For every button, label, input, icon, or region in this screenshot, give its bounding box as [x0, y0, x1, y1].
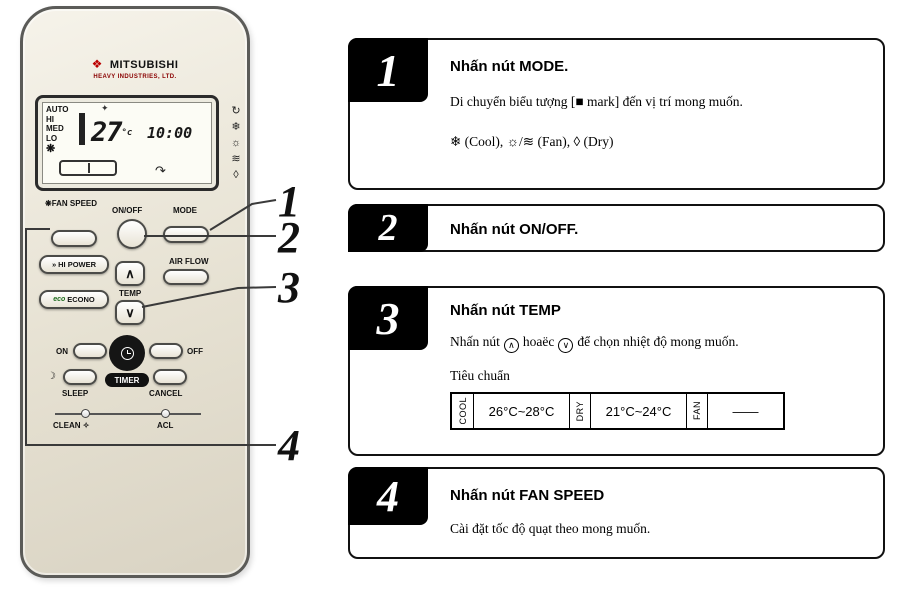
fan-level-hi: HI: [46, 114, 54, 124]
lcd-display: AUTO HI MED LO ❋ ✦ 27°c 10:00 ↷: [35, 95, 219, 191]
hi-power-icon: »: [51, 260, 57, 269]
callout-2: 2: [278, 213, 300, 262]
swing-arrow-icon: ↷: [155, 163, 166, 178]
timer-off-button: [149, 343, 183, 359]
remote-control: ❖ MITSUBISHI HEAVY INDUSTRIES, LTD. AUTO…: [20, 6, 250, 578]
step-2-title: Nhấn nút ON/OFF.: [450, 221, 579, 238]
step-1-body: Di chuyển biểu tượng [■ mark] đến vị trí…: [450, 94, 743, 109]
air-flow-label: AIR FLOW: [169, 257, 209, 266]
fan-speed-label: ❋FAN SPEED: [45, 199, 98, 208]
sun-icon: ☼: [230, 137, 242, 149]
step-1-title: Nhấn nút MODE.: [450, 58, 569, 75]
circled-up-icon: ∧: [503, 338, 519, 353]
econo-button: eco ECONO: [39, 290, 109, 309]
temp-down-button: ∨: [115, 300, 145, 325]
timer-on-button: [73, 343, 107, 359]
step-4-title: Nhấn nút FAN SPEED: [450, 487, 605, 504]
fan-speed-icon: ❋: [45, 199, 52, 208]
instructions-panel: 1 Nhấn nút MODE. Di chuyển biểu tượng [■…: [345, 0, 900, 600]
clean-label: CLEAN ✧: [53, 421, 90, 430]
timer-clock-button: [109, 335, 145, 371]
mode-icons-column: ↻ ❄ ☼ ≋ ◊: [224, 103, 248, 183]
fan-speed-button: [51, 230, 97, 247]
step-1-box: 1 Nhấn nút MODE. Di chuyển biểu tượng [■…: [348, 38, 885, 190]
chevron-down-icon: ∨: [125, 305, 135, 320]
chevron-up-icon: ∧: [125, 266, 135, 281]
eco-icon: eco: [53, 296, 66, 303]
step-4-body: Cài đặt tốc độ quạt theo mong muốn.: [450, 521, 651, 536]
timer-off-label: OFF: [187, 347, 203, 356]
mitsubishi-logo-icon: ❖: [91, 56, 103, 71]
step-3-number: 3: [348, 286, 428, 350]
callout-1: 1: [278, 177, 300, 226]
fan-level-auto: AUTO: [46, 105, 69, 114]
sleep-button: [63, 369, 97, 385]
table-range-fan: ——: [707, 394, 783, 428]
step-1-mode-icons: ❄ (Cool), ☼/≋ (Fan), ◊ (Dry): [450, 134, 614, 149]
cancel-button: [153, 369, 187, 385]
brand-subtitle: HEAVY INDUSTRIES, LTD.: [93, 74, 177, 80]
fan-level-med: MED: [46, 124, 64, 133]
acl-knob: [161, 409, 170, 418]
step-2-box: 2 Nhấn nút ON/OFF.: [348, 204, 885, 252]
temperature-table: COOL 26°C~28°C DRY 21°C~24°C FAN ——: [450, 392, 785, 430]
louver-icon: [59, 160, 117, 176]
table-range-dry: 21°C~24°C: [590, 394, 686, 428]
table-mode-dry: DRY: [569, 394, 590, 428]
fan-level-indicator: AUTO HI MED LO ❋: [46, 105, 69, 155]
step-4-box: 4 Nhấn nút FAN SPEED Cài đặt tốc độ quạt…: [348, 467, 885, 559]
timer-banner: TIMER: [105, 373, 149, 387]
bottom-track: [55, 413, 201, 415]
auto-mode-icon: ↻: [231, 105, 241, 117]
callout-3: 3: [278, 263, 300, 312]
brand-block: ❖ MITSUBISHI HEAVY INDUSTRIES, LTD.: [23, 55, 247, 80]
step-3-title: Nhấn nút TEMP: [450, 302, 561, 319]
table-mode-cool: COOL: [457, 397, 468, 425]
sleep-moon-icon: ☽: [47, 371, 56, 382]
circled-down-icon: ∨: [558, 338, 574, 353]
acl-label: ACL: [157, 421, 174, 430]
remote-illustration-panel: ❖ MITSUBISHI HEAVY INDUSTRIES, LTD. AUTO…: [0, 0, 345, 600]
sleep-label: SLEEP: [62, 389, 89, 398]
step-2-number: 2: [348, 204, 428, 252]
fan-waves-icon: ≋: [231, 153, 241, 165]
table-mode-fan: FAN: [686, 394, 707, 428]
callout-4: 4: [278, 421, 300, 470]
fan-level-lo: LO: [46, 133, 58, 143]
temp-label: TEMP: [119, 289, 142, 298]
table-range-cool: 26°C~28°C: [473, 394, 569, 428]
step-4-number: 4: [348, 467, 428, 525]
fan-level-bar: [79, 113, 85, 145]
on-off-label: ON/OFF: [112, 206, 143, 215]
standard-label: Tiêu chuẩn: [450, 368, 510, 383]
clean-knob: [81, 409, 90, 418]
clean-sparkle-icon: ✧: [82, 421, 90, 430]
temperature-readout: 27°c: [91, 117, 133, 148]
temp-up-button: ∧: [115, 261, 145, 286]
clock-icon: [120, 346, 134, 360]
sparkle-icon: ✦: [101, 103, 109, 113]
air-flow-button: [163, 269, 209, 285]
step-3-body: Nhấn nút∧hoaëc∨để chọn nhiệt độ mong muố…: [450, 334, 739, 353]
mode-label: MODE: [173, 206, 197, 215]
step-1-number: 1: [348, 38, 428, 102]
hi-power-button: » HI POWER: [39, 255, 109, 274]
drop-icon: ◊: [233, 169, 239, 181]
fan-icon: ❋: [46, 143, 56, 155]
step-3-box: 3 Nhấn nút TEMP Nhấn nút∧hoaëc∨để chọn n…: [348, 286, 885, 456]
cancel-label: CANCEL: [149, 389, 183, 398]
mode-button: [163, 226, 209, 243]
on-off-button: [117, 219, 147, 249]
brand-name: MITSUBISHI: [109, 59, 179, 71]
timer-on-label: ON: [56, 347, 68, 356]
snowflake-icon: ❄: [231, 121, 241, 133]
clock-readout: 10:00: [147, 124, 193, 142]
